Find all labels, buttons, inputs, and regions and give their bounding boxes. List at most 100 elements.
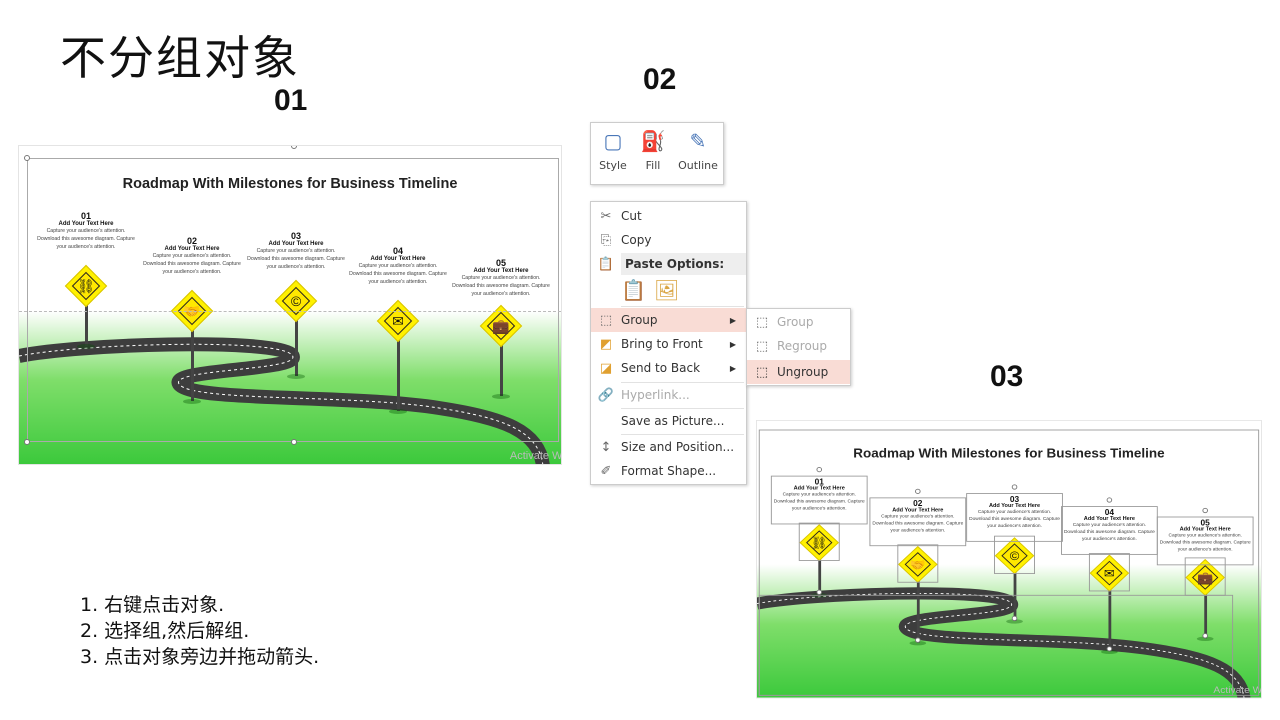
milestone-heading: Add Your Text Here (1083, 516, 1135, 522)
roadmap-slide-grouped[interactable]: Roadmap With Milestones for Business Tim… (18, 145, 562, 465)
milestone-heading: Add Your Text Here (58, 221, 114, 227)
style-button[interactable]: ▢Style (593, 129, 633, 172)
sign-pole (916, 568, 920, 643)
roadmap-slide-ungrouped[interactable]: Roadmap With Milestones for Business Tim… (756, 420, 1262, 699)
rotate-handle[interactable] (1011, 484, 1018, 490)
selection-box[interactable] (897, 544, 939, 583)
pole-shadow (492, 394, 510, 399)
divider (621, 382, 744, 383)
submenu-arrow-icon: ▶ (729, 339, 736, 349)
resize-handle[interactable] (1202, 633, 1208, 639)
milestone-number: 03 (290, 231, 301, 241)
road-selection-box[interactable] (758, 594, 1234, 696)
milestone-number: 02 (186, 236, 197, 246)
milestone-heading: Add Your Text Here (164, 246, 220, 252)
milestone-heading: Add Your Text Here (370, 256, 426, 262)
divider (621, 434, 744, 435)
menu-item-copy[interactable]: ⎘Copy (591, 228, 746, 252)
menu-item-size-position[interactable]: ↕Size and Position... (591, 435, 746, 459)
milestone-description: Capture your audience's attention. Downl… (349, 263, 447, 285)
group-submenu: ⬚Group ⬚Regroup ⬚Ungroup (746, 308, 851, 386)
grass-background (19, 311, 561, 464)
menu-item-bring-to-front[interactable]: ◩Bring to Front▶ (591, 332, 746, 356)
roadmap-title: Roadmap With Milestones for Business Tim… (853, 446, 1165, 461)
sign-pole (817, 547, 821, 595)
group-label: Group (621, 313, 658, 327)
submenu-arrow-icon: ▶ (729, 315, 736, 325)
fill-button[interactable]: ⛽Fill (633, 129, 673, 172)
outline-label: Outline (678, 159, 718, 172)
submenu-item-ungroup[interactable]: ⬚Ungroup (747, 360, 850, 384)
menu-item-group[interactable]: ⬚Group▶ (591, 308, 746, 332)
outline-pen-icon: ✎ (689, 129, 707, 153)
milestone-description: Capture your audience's attention. Downl… (247, 248, 345, 270)
group-label: Group (777, 315, 814, 329)
pole-shadow (1006, 619, 1023, 624)
save-picture-label: Save as Picture... (621, 414, 725, 428)
milestone-number: 05 (495, 258, 506, 268)
paste-options-header: 📋Paste Options: (591, 252, 746, 276)
milestone-number: 05 (1200, 518, 1210, 528)
menu-item-save-as-picture[interactable]: Save as Picture... (591, 409, 746, 433)
selection-box[interactable] (798, 522, 840, 561)
resize-handle[interactable] (915, 637, 921, 643)
sign-pole (190, 316, 194, 401)
resize-handle[interactable] (291, 439, 297, 445)
milestone-number: 04 (392, 246, 403, 256)
submenu-arrow-icon: ▶ (729, 363, 736, 373)
menu-item-send-to-back[interactable]: ◪Send to Back▶ (591, 356, 746, 380)
milestone-heading: Add Your Text Here (892, 507, 944, 514)
paste-as-picture-icon[interactable]: 🖼 (653, 278, 680, 302)
resize-handle[interactable] (24, 155, 30, 161)
rotate-handle[interactable] (1202, 507, 1208, 514)
selection-box[interactable] (994, 535, 1035, 574)
submenu-item-regroup[interactable]: ⬚Regroup (747, 334, 850, 358)
milestone-description: Capture your audience's attention. Downl… (872, 513, 964, 534)
rotate-handle[interactable] (1106, 497, 1113, 503)
step-number-2: 02 (643, 63, 677, 96)
copy-icon: ⎘ (600, 232, 612, 248)
send-back-label: Send to Back (621, 361, 701, 375)
rotate-handle[interactable] (291, 146, 297, 149)
selection-box[interactable] (966, 493, 1063, 542)
regroup-icon: ⬚ (755, 338, 769, 354)
selection-box[interactable] (869, 497, 967, 547)
milestone-number: 03 (1009, 494, 1020, 504)
milestone-description: Capture your audience's attention. Downl… (143, 253, 241, 275)
resize-handle[interactable] (1011, 615, 1018, 621)
rotate-handle[interactable] (915, 488, 921, 494)
menu-item-hyperlink[interactable]: 🔗Hyperlink... (591, 383, 746, 407)
resize-handle[interactable] (816, 589, 823, 595)
sign-pole (396, 326, 400, 411)
pole-shadow (1196, 636, 1214, 641)
outline-button[interactable]: ✎ Outline (675, 129, 721, 172)
activate-windows-watermark: Activate Win (509, 450, 562, 462)
resize-handle[interactable] (24, 439, 30, 445)
selection-box[interactable] (1088, 553, 1130, 592)
sign-pole (1203, 581, 1207, 639)
selection-box[interactable] (1156, 516, 1254, 566)
size-position-label: Size and Position... (621, 440, 735, 454)
ungroup-label: Ungroup (777, 365, 829, 379)
pole-shadow (183, 399, 201, 404)
rotate-handle[interactable] (816, 466, 823, 473)
style-icon: ▢ (603, 129, 623, 153)
menu-item-cut[interactable]: ✂Cut (591, 204, 746, 228)
group-selection-box[interactable] (27, 158, 559, 442)
milestone-description: Capture your audience's attention. Downl… (1159, 533, 1251, 553)
submenu-item-group[interactable]: ⬚Group (747, 310, 850, 334)
menu-item-format-shape[interactable]: ✐Format Shape... (591, 459, 746, 483)
selection-box[interactable] (770, 475, 868, 525)
format-shape-label: Format Shape... (621, 464, 717, 478)
paste-keep-formatting-icon[interactable]: 📋 (621, 278, 646, 302)
milestone-number: 01 (80, 211, 91, 221)
resize-handle[interactable] (1106, 646, 1113, 652)
instructions-list: 1. 右键点击对象. 2. 选择组,然后解组. 3. 点击对象旁边并拖动箭头. (80, 592, 319, 670)
